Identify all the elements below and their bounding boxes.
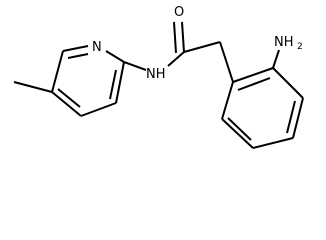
bond-ring-n-c2	[105, 50, 125, 63]
double-bond-b3-b4	[286, 100, 296, 134]
amide-nh-label: NH	[146, 67, 166, 82]
bond-b6-b1	[221, 81, 234, 120]
bond-b5-b6	[221, 118, 254, 149]
bond-ch2-benzene	[219, 41, 234, 83]
double-bond-b1-b2	[237, 77, 271, 91]
bond-c5-c6	[51, 50, 64, 93]
double-bond-c2-c3	[109, 69, 117, 100]
bond-c2-c3	[115, 61, 125, 104]
bond-c6-ring-n	[62, 45, 89, 52]
bond-c2-amide-nh	[123, 61, 147, 71]
oxygen-label: O	[174, 5, 184, 20]
double-bond-c6-ring-n	[67, 53, 89, 59]
bond-b3-b4	[292, 97, 304, 139]
bond-c3-c4	[80, 102, 117, 117]
double-bond-b5-b6	[227, 117, 252, 141]
bond-b4-b5	[252, 137, 294, 149]
structure-canvas: O N NH NH 2	[13, 5, 304, 149]
amine-n-label: NH	[274, 35, 294, 50]
benzene-ring	[221, 67, 304, 149]
bond-amide-nh-carbonyl	[167, 51, 185, 67]
bond-c4-c5	[51, 91, 82, 117]
bond-b2-b3	[272, 67, 304, 99]
bond-carbonyl-ch2	[183, 41, 221, 53]
amine-subscript-label: 2	[297, 42, 303, 52]
bond-methyl	[13, 81, 53, 93]
bond-benzene-amine	[272, 49, 280, 69]
bond-carbonyl-oxygen	[181, 21, 185, 53]
ring-nitrogen-label: N	[92, 40, 102, 55]
double-bond-carbonyl-oxygen	[173, 21, 177, 54]
bond-b1-b2	[232, 67, 274, 83]
pyridine-ring	[51, 45, 125, 117]
double-bond-c4-c5	[57, 88, 81, 108]
chemical-structure-diagram: O N NH NH 2	[13, 5, 304, 149]
